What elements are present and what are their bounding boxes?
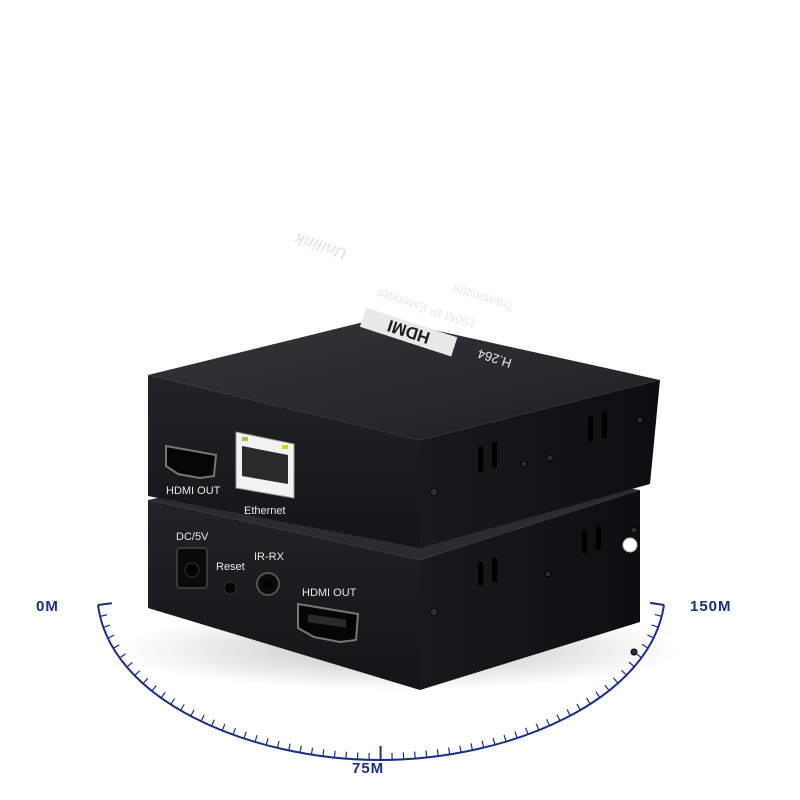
scale-minor-tick	[647, 634, 654, 639]
scale-minor-tick	[151, 685, 157, 692]
top-screw-1	[429, 487, 439, 497]
scale-minor-tick	[641, 643, 649, 649]
scale-minor-tick	[514, 731, 518, 739]
scale-minor-tick	[628, 661, 635, 668]
scale-minor-tick	[333, 750, 336, 758]
top-screw-2	[546, 454, 554, 462]
scale-minor-tick	[425, 750, 428, 758]
label-reset: Reset	[216, 561, 245, 573]
scale-minor-tick	[566, 709, 571, 716]
scale-minor-tick	[448, 747, 451, 755]
ethernet-led-right	[282, 445, 288, 449]
scale-minor-tick	[654, 613, 662, 617]
ethernet-led-left	[242, 437, 248, 441]
scale-minor-tick	[190, 709, 195, 717]
ethernet-socket	[242, 446, 288, 484]
scale-minor-tick	[436, 749, 439, 757]
top-screw-4	[520, 460, 528, 468]
bottom-screw-2	[544, 570, 552, 578]
top-side-vents	[478, 412, 607, 472]
scale-minor-tick	[134, 670, 141, 676]
scale-minor-tick	[288, 743, 291, 751]
scale-minor-tick	[635, 653, 642, 659]
ir-rx-jack-hole	[264, 580, 272, 588]
scale-minor-tick	[470, 743, 474, 751]
scale-minor-tick	[142, 677, 149, 684]
top-hdmi-port	[165, 444, 218, 480]
scale-minor-tick	[299, 745, 302, 753]
scale-minor-tick	[621, 669, 627, 676]
label-ethernet: Ethernet	[244, 505, 286, 517]
scale-minor-tick	[119, 653, 126, 659]
scale-minor-tick	[243, 731, 247, 739]
scale-minor-tick	[160, 691, 166, 699]
label-top-hdmi-out: HDMI OUT	[166, 485, 221, 497]
bottom-unit-front	[148, 500, 420, 690]
scale-minor-tick	[99, 614, 108, 617]
scale-minor-tick	[180, 704, 185, 711]
scale-minor-tick	[503, 734, 507, 742]
label-ir-rx: IR-RX	[254, 551, 285, 563]
top-unit: HDMI H.264 150M IP Extender Transmitter …	[148, 229, 660, 548]
dc-jack-hole	[184, 562, 200, 578]
label-dc-5v: DC/5V	[176, 531, 209, 543]
top-unit-side	[420, 380, 660, 548]
scale-minor-tick	[595, 691, 601, 698]
scale-minor-tick	[612, 677, 619, 684]
distance-scale	[97, 601, 665, 762]
scale-minor-tick	[200, 714, 205, 722]
scale-minor-tick	[103, 624, 111, 629]
scale-minor-tick	[535, 723, 540, 731]
scale-minor-tick	[459, 745, 462, 753]
unit-name-text: Transmitter	[449, 280, 516, 315]
bottom-screw-3	[630, 648, 638, 656]
scale-minor-tick	[170, 698, 176, 705]
scale-minor-tick	[254, 735, 258, 743]
scale-minor-tick	[604, 684, 610, 691]
scale-minor-tick	[276, 740, 280, 749]
scale-minor-tick	[113, 644, 120, 649]
label-bottom-hdmi-out: HDMI OUT	[302, 587, 357, 599]
scale-label-start: 0M	[36, 598, 59, 615]
scale-minor-tick	[576, 703, 581, 711]
scale-minor-tick	[211, 719, 215, 727]
scale-minor-tick	[265, 738, 269, 746]
scale-major-tick	[650, 601, 665, 606]
bottom-screw-1	[429, 607, 439, 617]
reset-button	[223, 581, 237, 595]
scale-minor-tick	[651, 624, 659, 628]
scale-major-tick	[97, 602, 113, 606]
bottom-screw-4	[630, 526, 638, 534]
scale-minor-tick	[586, 697, 591, 705]
scale-minor-tick	[546, 719, 551, 726]
scale-minor-tick	[221, 723, 226, 731]
scale-minor-tick	[345, 751, 348, 759]
scale-minor-tick	[492, 737, 496, 745]
scale-minor-tick	[525, 727, 529, 735]
top-unit-top	[148, 318, 660, 440]
scale-minor-tick	[322, 749, 325, 757]
scale-minor-tick	[232, 727, 237, 735]
hdmi-logo-box	[359, 307, 458, 357]
scale-minor-tick	[107, 634, 115, 639]
bottom-side-vents	[478, 526, 601, 586]
scale-minor-tick	[126, 662, 133, 668]
top-screw-3	[636, 416, 644, 424]
scale-minor-tick	[556, 714, 561, 722]
brand-text: Unilink	[292, 229, 349, 262]
bottom-hdmi-pins	[308, 614, 346, 628]
scale-minor-tick	[414, 751, 416, 759]
white-sticker	[622, 537, 638, 553]
scale-label-middle: 75M	[352, 760, 385, 777]
scale-minor-tick	[481, 740, 485, 748]
scale-minor-tick	[310, 747, 314, 755]
scale-ticks	[97, 601, 665, 761]
scale-label-end: 150M	[690, 598, 732, 615]
